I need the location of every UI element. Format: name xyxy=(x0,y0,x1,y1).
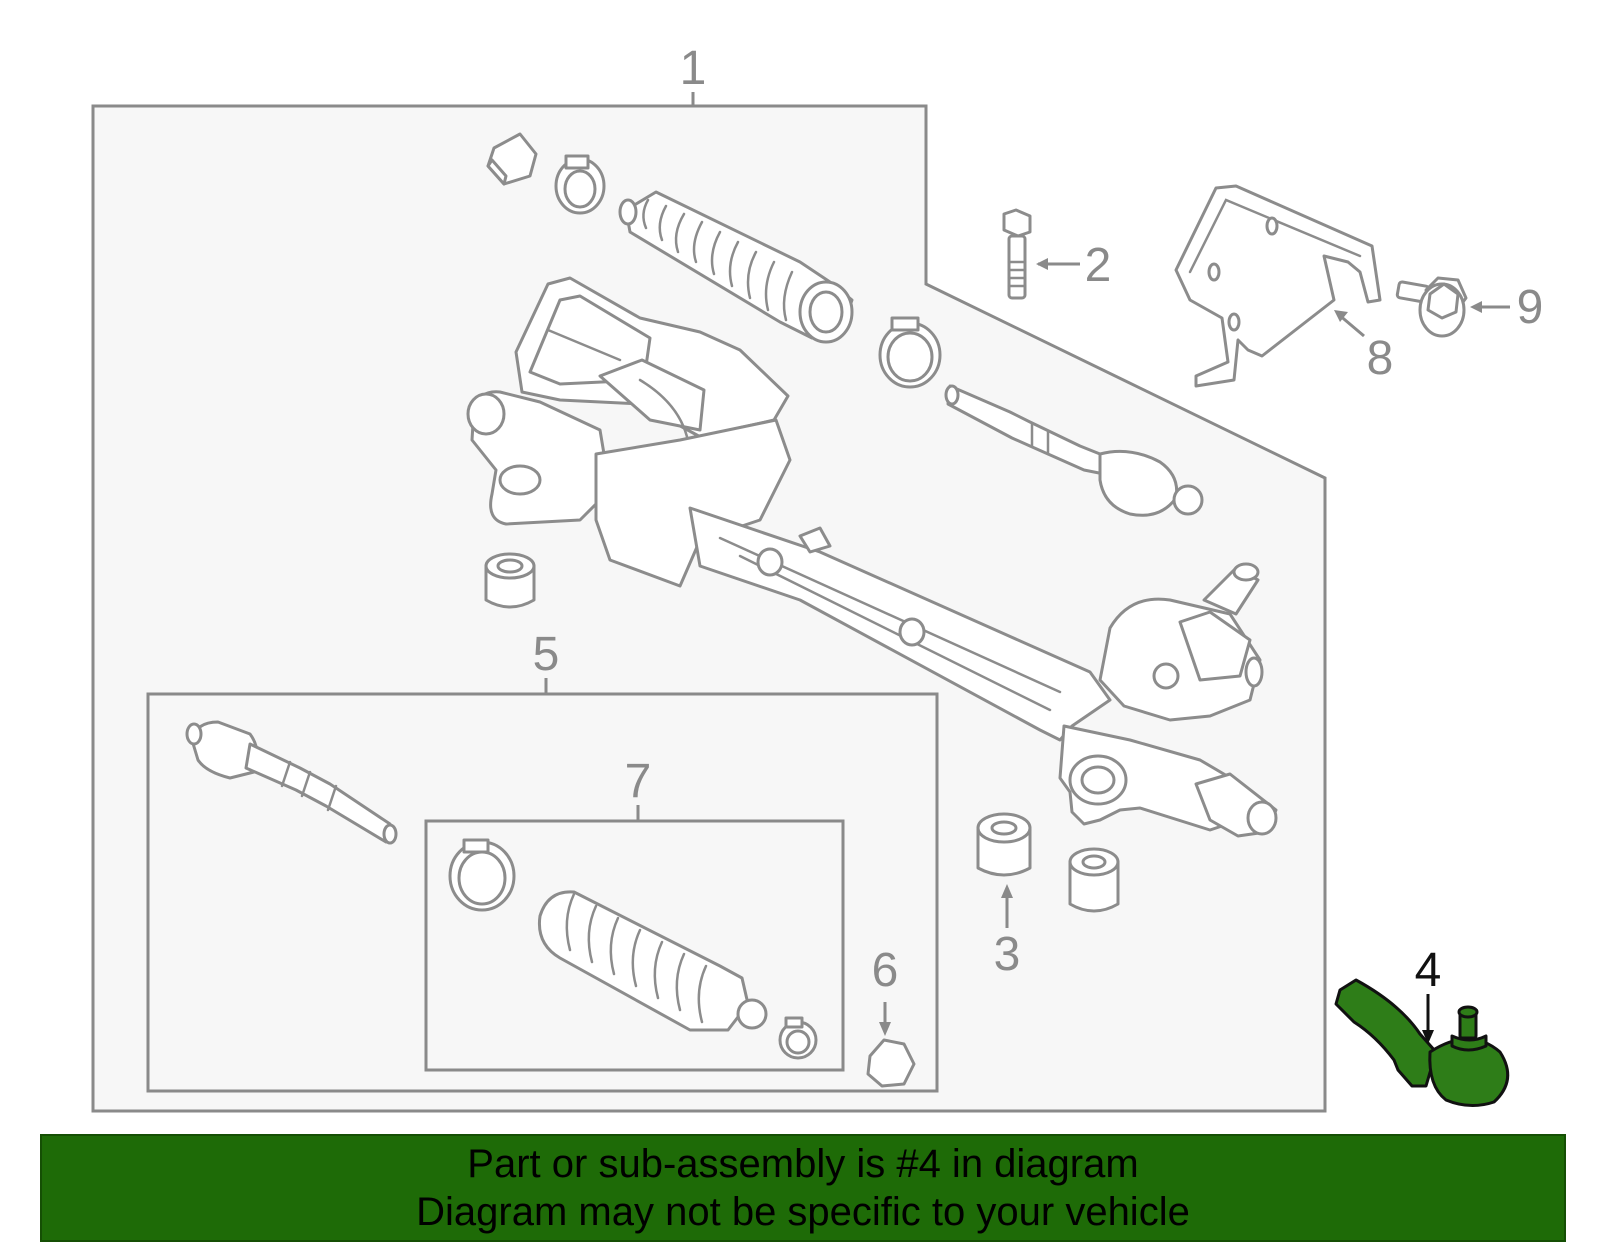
callout-8[interactable]: 8 xyxy=(1367,332,1394,385)
banner-line-disclaimer: Diagram may not be specific to your vehi… xyxy=(416,1190,1190,1234)
bracket-8 xyxy=(1174,184,1382,388)
info-banner: Part or sub-assembly is #4 in diagram Di… xyxy=(40,1134,1566,1242)
outer-tie-rod-end-4[interactable] xyxy=(1334,978,1510,1107)
callout-6[interactable]: 6 xyxy=(872,944,899,997)
rack-boot-kit xyxy=(537,890,768,1032)
subassembly-frame-7 xyxy=(424,819,845,1072)
rack-boot-top xyxy=(618,190,854,344)
banner-line-part: Part or sub-assembly is #4 in diagram xyxy=(467,1142,1139,1186)
callout-3[interactable]: 3 xyxy=(994,928,1021,981)
inner-tie-rod-upper xyxy=(944,384,1204,517)
callout-9[interactable]: 9 xyxy=(1517,281,1544,334)
bolt-9 xyxy=(1395,276,1468,338)
inner-tie-rod xyxy=(185,720,398,845)
bolt-2 xyxy=(1002,208,1032,300)
clamp-small-kit xyxy=(778,1016,818,1060)
callout-7[interactable]: 7 xyxy=(625,755,652,808)
subassembly-frame-5 xyxy=(146,692,939,1093)
clamp-ring-boot-kit xyxy=(448,838,516,912)
jam-nut-6 xyxy=(866,1038,916,1088)
steering-gear-assembly xyxy=(466,276,1278,838)
callout-4[interactable]: 4 xyxy=(1415,944,1442,997)
mount-bushing-3a xyxy=(976,812,1032,877)
callout-2[interactable]: 2 xyxy=(1085,239,1112,292)
callout-5[interactable]: 5 xyxy=(533,628,560,681)
clamp-ring-mid xyxy=(878,316,942,389)
mount-bushing-left xyxy=(484,552,536,609)
mount-bushing-3b xyxy=(1068,847,1120,913)
clamp-ring-small xyxy=(554,154,606,215)
callout-1[interactable]: 1 xyxy=(680,42,707,95)
hex-nut-top xyxy=(486,132,538,186)
